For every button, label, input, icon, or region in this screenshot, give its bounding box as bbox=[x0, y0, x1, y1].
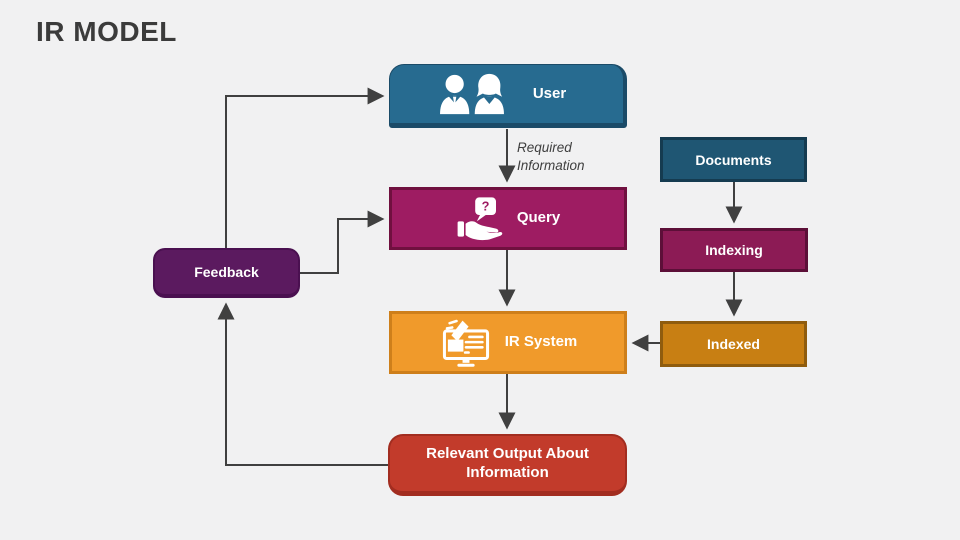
node-documents: Documents bbox=[660, 137, 807, 182]
node-indexing: Indexing bbox=[660, 228, 808, 272]
edge-feedback-to-user bbox=[225, 87, 385, 248]
node-ir-system-label: IR System bbox=[504, 333, 578, 351]
node-query-label: Query bbox=[516, 209, 561, 227]
edge-output-to-feedback bbox=[217, 302, 388, 466]
node-feedback-label: Feedback bbox=[194, 264, 259, 280]
edge-feedback-to-query bbox=[300, 210, 385, 274]
node-ir-system: IR System bbox=[389, 311, 627, 374]
hand-question-icon: ? bbox=[457, 196, 503, 240]
node-feedback: Feedback bbox=[153, 248, 300, 298]
monitor-pencil-icon bbox=[442, 319, 489, 367]
node-indexed-label: Indexed bbox=[707, 336, 760, 352]
node-indexed: Indexed bbox=[660, 321, 807, 367]
svg-text:?: ? bbox=[481, 198, 489, 213]
people-icon bbox=[439, 73, 504, 115]
node-user: User bbox=[389, 64, 627, 128]
node-output-label: Relevant Output About Information bbox=[426, 444, 589, 481]
required-information-label: Required Information bbox=[517, 140, 585, 173]
node-query: ? Query bbox=[389, 187, 627, 250]
page-title: IR MODEL bbox=[36, 16, 177, 47]
node-indexing-label: Indexing bbox=[705, 242, 763, 258]
node-output: Relevant Output About Information bbox=[388, 434, 627, 496]
node-documents-label: Documents bbox=[695, 151, 772, 168]
node-user-label: User bbox=[532, 84, 567, 102]
